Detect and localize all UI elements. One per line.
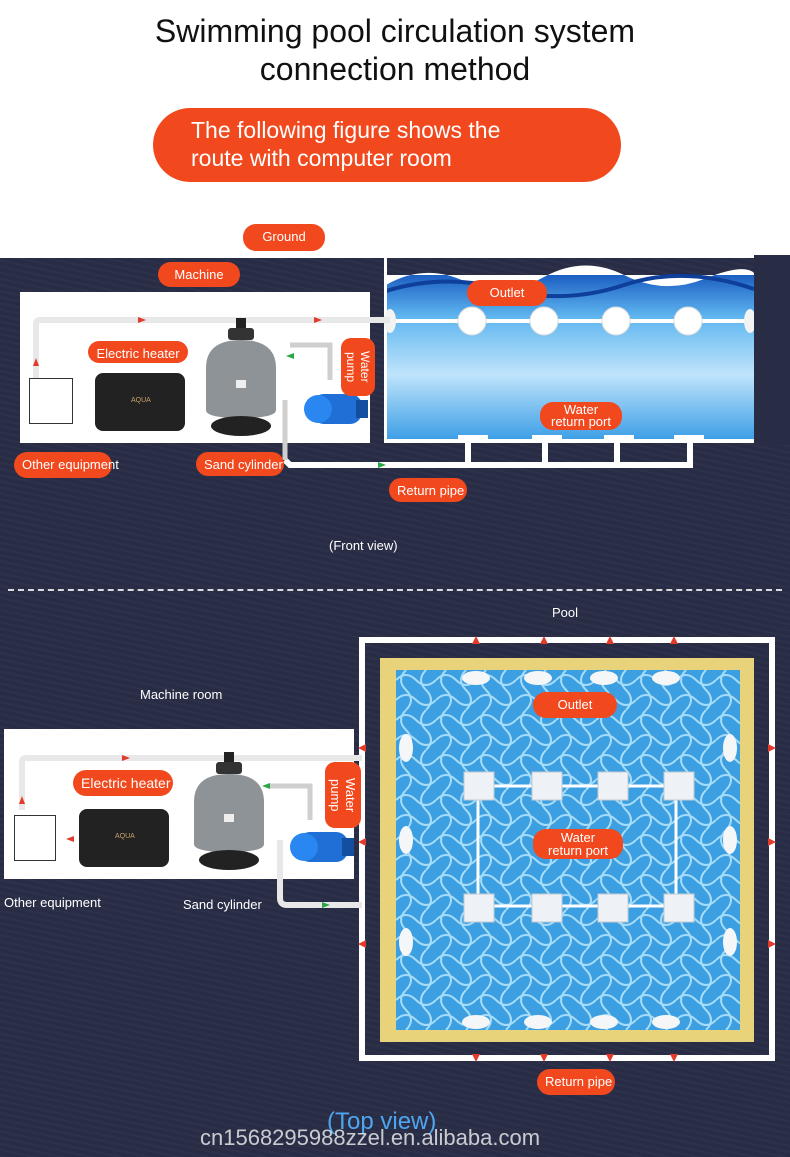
- water-return-line-2-top: return port: [548, 843, 608, 858]
- top-pipes: [19, 755, 362, 908]
- machine-room-label: Machine room: [140, 687, 223, 702]
- pool-top-view: [358, 636, 776, 1062]
- water-return-line-1: Water: [563, 402, 599, 417]
- top-view-caption: (Top view): [327, 1108, 437, 1135]
- watermark-text: cn1568295988zzel.en.alibaba.com: [200, 1125, 541, 1150]
- water-return-label-top: Water return port: [533, 829, 623, 859]
- pool-label: Pool: [552, 605, 579, 620]
- ground-label: Ground: [243, 224, 325, 251]
- perimeter-pipe: [359, 637, 775, 1061]
- water-pump-unit-top: [290, 832, 354, 862]
- banner-line-2: route with computer room: [191, 145, 452, 171]
- other-equipment-box: [29, 378, 73, 424]
- flow-arrows-top: [358, 636, 776, 1062]
- other-equipment-label-top: Other equipment: [4, 895, 101, 910]
- return-pipe-label-top: Return pipe: [537, 1069, 615, 1095]
- electric-heater-label-top: Electric heater: [73, 770, 173, 796]
- sand-cylinder-tank-top: [194, 752, 264, 870]
- outlet-fittings: [384, 306, 756, 336]
- sand-cylinder-label-front: Sand cylinder: [196, 452, 284, 476]
- front-view-caption: (Front view): [329, 538, 398, 553]
- return-port-grates: [463, 771, 695, 923]
- pool-floor: [384, 439, 756, 443]
- water-pump-label-top: Water pump: [325, 762, 361, 828]
- water-pump-label-front: Water pump: [341, 338, 375, 396]
- outlet-label-front: Outlet: [467, 280, 547, 306]
- water-pump-unit: [304, 394, 368, 424]
- heater-brand-top: AQUA: [115, 833, 135, 840]
- water-return-line-1-top: Water: [560, 830, 596, 845]
- title-line-2: connection method: [259, 51, 531, 87]
- water-return-label-front: Water return port: [540, 402, 622, 430]
- subtitle-banner: The following figure shows the route wit…: [153, 108, 621, 182]
- outlet-label-top: Outlet: [533, 692, 617, 718]
- title-line-1: Swimming pool circulation system: [154, 13, 636, 49]
- return-port-fittings: [458, 435, 704, 443]
- other-equipment-box-top: [14, 815, 56, 861]
- banner-line-1: The following figure shows the: [191, 117, 501, 143]
- water-return-line-2: return port: [551, 414, 611, 429]
- pool-front-view: [384, 255, 756, 443]
- sand-cylinder-tank: [206, 318, 276, 436]
- section-separator: [8, 589, 782, 591]
- heater-brand: AQUA: [131, 397, 151, 404]
- electric-heater-unit-top: AQUA: [79, 809, 169, 867]
- sand-cylinder-label-top: Sand cylinder: [183, 897, 262, 912]
- machine-label: Machine: [158, 262, 240, 287]
- front-pipes: [33, 317, 693, 468]
- pool-wall-left: [384, 255, 387, 443]
- return-port-pipes: [476, 784, 678, 908]
- diagram-title: Swimming pool circulation system connect…: [0, 12, 790, 88]
- pool-edge-right: [754, 255, 790, 445]
- electric-heater-unit: AQUA: [95, 373, 185, 431]
- wave-crest: [385, 273, 755, 299]
- outlet-nozzles-top: [399, 671, 737, 1029]
- electric-heater-label-front: Electric heater: [88, 341, 188, 363]
- return-pipe-label-front: Return pipe: [389, 478, 467, 502]
- other-equipment-label-front: Other equipment: [14, 452, 119, 478]
